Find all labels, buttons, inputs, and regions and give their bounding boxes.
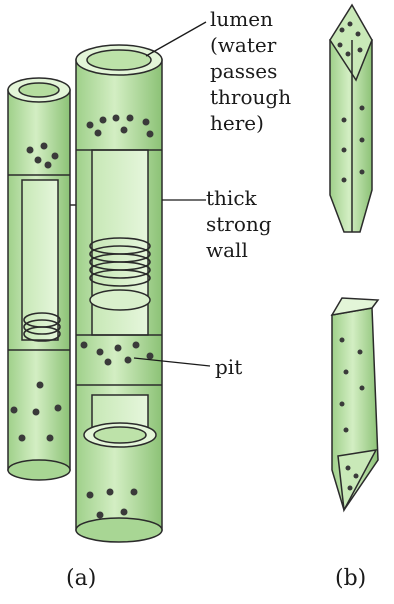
lumen-label-line-1: lumen: [210, 6, 291, 32]
caption-b: (b): [335, 566, 366, 591]
left-vessel-element: [8, 78, 70, 480]
lumen-label-line-3: passes: [210, 58, 291, 84]
wall-label-line-3: wall: [206, 237, 272, 263]
wall-label: thick strong wall: [206, 185, 272, 263]
lumen-label: lumen (water passes through here): [210, 6, 291, 136]
pit-label: pit: [215, 354, 242, 380]
lumen-label-line-5: here): [210, 110, 291, 136]
wall-label-line-2: strong: [206, 211, 272, 237]
tracheid-upper: [330, 5, 372, 232]
lumen-leader: [146, 22, 206, 56]
lumen-label-line-2: (water: [210, 32, 291, 58]
wall-label-line-1: thick: [206, 185, 272, 211]
caption-a: (a): [66, 566, 96, 591]
lumen-label-line-4: through: [210, 84, 291, 110]
